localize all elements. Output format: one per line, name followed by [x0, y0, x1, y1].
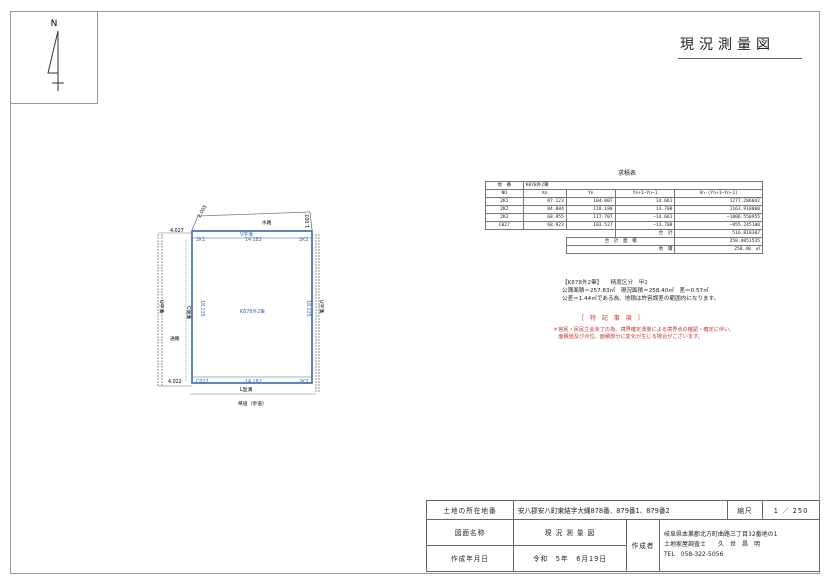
- scale-label: 縮尺: [727, 500, 763, 520]
- table-cell: −14.661: [614, 213, 676, 222]
- author-label: 作成者: [626, 518, 660, 573]
- dim-top-left-small: 2.005: [197, 204, 209, 219]
- table-row: C027 68.923 103.527 −13.700 −955.245100: [485, 221, 763, 230]
- table-cell: 104.007: [565, 197, 616, 206]
- table-cell: 1163.910000: [674, 205, 763, 214]
- author-address: 岐阜県本巣郡北方町曲路三丁目32番地の1: [664, 531, 778, 539]
- left-road-label: 通路: [170, 335, 180, 342]
- table-cell: 118.188: [565, 205, 616, 214]
- author-name: 土地家屋調査士 久 世 昌 明: [664, 541, 761, 549]
- dim-right: 18.225: [305, 300, 311, 317]
- table-row: 図面名称 現 況 測 量 図 作成者 岐阜県本巣郡北方町曲路三丁目32番地の1 …: [426, 518, 820, 573]
- area-label: 地 積: [565, 245, 676, 254]
- right-outer-label: U字溝: [318, 300, 325, 313]
- point-2k3: 2K3: [299, 379, 308, 385]
- table-cell: 84.884: [522, 205, 567, 214]
- notes-heading: 【K878外2筆】 精度区分 甲2: [562, 280, 648, 286]
- calc-caption: 求積表: [617, 170, 636, 177]
- double-area-value: 258.4051535: [674, 237, 763, 246]
- table-cell: 2K2: [485, 205, 524, 214]
- bottom-road-label: 県道（歩道）: [238, 400, 267, 407]
- title-underline: [678, 58, 802, 59]
- notes-line-1: 公簿面積＝257.83㎡ 現況面積＝258.40㎡ 差＝0.57㎡: [562, 288, 709, 294]
- area-notes: 【K878外2筆】 精度区分 甲2 公簿面積＝257.83㎡ 現況面積＝258.…: [562, 279, 782, 303]
- column-header: Xn·(Yn+1−Yn−1): [674, 189, 763, 198]
- table-row: 2K2 84.884 118.188 13.700 1163.910000: [485, 205, 763, 214]
- table-cell: 103.527: [565, 221, 616, 230]
- column-header: NO: [485, 189, 524, 198]
- date-label: 作成年月日: [426, 544, 514, 573]
- point-2k2: 2K2: [299, 237, 308, 243]
- dim-left-bottom-offset: 4.022: [168, 379, 182, 385]
- location-value: 安八郡安八町東結字大縄878番、879番1、879番2: [513, 500, 728, 520]
- table-cell: −955.245100: [674, 221, 763, 230]
- table-header-row: NO Xn Yn Yn+1−Yn−1 Xn·(Yn+1−Yn−1): [485, 189, 763, 198]
- table-cell: 13.700: [614, 205, 676, 214]
- drawing-frame: [10, 11, 820, 574]
- table-cell: −1006.550955: [674, 213, 763, 222]
- area-value: 258.40 ㎡: [674, 245, 763, 254]
- table-cell: −13.700: [614, 221, 676, 230]
- table-cell: 117.707: [565, 213, 616, 222]
- dim-left-top-offset: 4.027: [170, 228, 184, 234]
- top-road-label: 水路: [262, 219, 272, 226]
- left-vertical-label: C側溝: [185, 306, 192, 319]
- dim-top: 14.182: [245, 237, 262, 243]
- table-cell: 14.661: [614, 197, 676, 206]
- dim-left: 18.225: [199, 300, 205, 317]
- special-heading: ［ 特 記 事 項 ］: [578, 315, 646, 322]
- north-arrow-box: N: [10, 11, 98, 104]
- drawing-name-label: 図面名称: [426, 518, 514, 546]
- special-notes: ＊官民・民民立会未了の為、境界確定測量による境界点の確認・確定に伴い、 面積値及…: [553, 327, 783, 341]
- double-area-label: 合 計 面 積: [565, 237, 676, 246]
- top-boundary-label: V字溝: [240, 231, 253, 238]
- table-cell: 87.123: [522, 197, 567, 206]
- special-text-1: ＊官民・民民立会未了の為、境界確定測量による境界点の確認・確定に伴い、: [553, 327, 735, 333]
- sum-value: 516.810307: [674, 229, 763, 238]
- drawing-name-value: 現 況 測 量 図: [513, 518, 627, 546]
- special-text-2: 面積値及び点位、面積部分に変化が生じる場合がございます。: [553, 334, 703, 340]
- north-arrow-icon: N: [47, 19, 64, 91]
- table-cell: 68.923: [522, 221, 567, 230]
- table-row: 合 計 516.810307: [485, 229, 763, 238]
- author-tel: TEL 058-322-5056: [664, 551, 724, 559]
- parcel-boundary: [191, 230, 313, 384]
- sum-label: 合 計: [614, 229, 676, 238]
- table-row: 地 積 258.40 ㎡: [486, 245, 763, 254]
- table-cell: 地 番: [485, 181, 524, 190]
- table-row: 2K3 68.955 117.707 −14.661 −1006.550955: [485, 213, 763, 222]
- page-title: 現況測量図: [680, 37, 775, 53]
- point-c027: C027: [196, 379, 209, 385]
- date-value: 令和 5年 6月19日: [513, 544, 627, 573]
- dim-bottom: 14.182: [245, 379, 262, 385]
- top-road-line: [197, 211, 311, 217]
- column-header: Yn+1−Yn−1: [614, 189, 676, 198]
- table-cell: 1277.286042: [674, 197, 763, 206]
- table-cell: 2K1: [485, 197, 524, 206]
- table-row: 地 番 K878外2筆: [485, 181, 764, 190]
- column-header: Yn: [565, 189, 616, 198]
- table-cell: 68.955: [522, 213, 567, 222]
- left-outer-label: U字溝: [158, 300, 165, 313]
- area-calc-table: 地 番 K878外2筆 NO Xn Yn Yn+1−Yn−1 Xn·(Yn+1−…: [485, 181, 764, 254]
- notes-line-2: 公差＝1.44㎡である為、地積は許容誤差の範囲内になります。: [562, 296, 720, 302]
- table-row: 土地の所在地番 安八郡安八町東結字大縄878番、879番1、879番2 縮尺 1…: [426, 500, 820, 520]
- scale-value: 1 ／ 250: [762, 500, 820, 520]
- title-block: 土地の所在地番 安八郡安八町東結字大縄878番、879番1、879番2 縮尺 1…: [426, 500, 820, 573]
- dim-top-right-small: 1.003: [305, 214, 311, 228]
- table-cell: C027: [485, 221, 524, 230]
- table-row: 作成年月日 令和 5年 6月19日: [426, 544, 820, 573]
- bottom-boundary-label: L型溝: [240, 386, 252, 393]
- table-cell: K878外2筆: [522, 181, 764, 190]
- table-row: 合 計 面 積 258.4051535: [486, 237, 763, 246]
- north-label: N: [51, 19, 58, 29]
- column-header: Xn: [522, 189, 567, 198]
- parcel-label: K878外2筆: [240, 308, 265, 315]
- table-cell: 2K3: [485, 213, 524, 222]
- point-2k1: 2K1: [196, 237, 205, 243]
- author-block: 岐阜県本巣郡北方町曲路三丁目32番地の1 土地家屋調査士 久 世 昌 明 TEL…: [659, 518, 820, 573]
- table-row: 2K1 87.123 104.007 14.661 1277.286042: [485, 197, 763, 206]
- location-label: 土地の所在地番: [426, 500, 514, 520]
